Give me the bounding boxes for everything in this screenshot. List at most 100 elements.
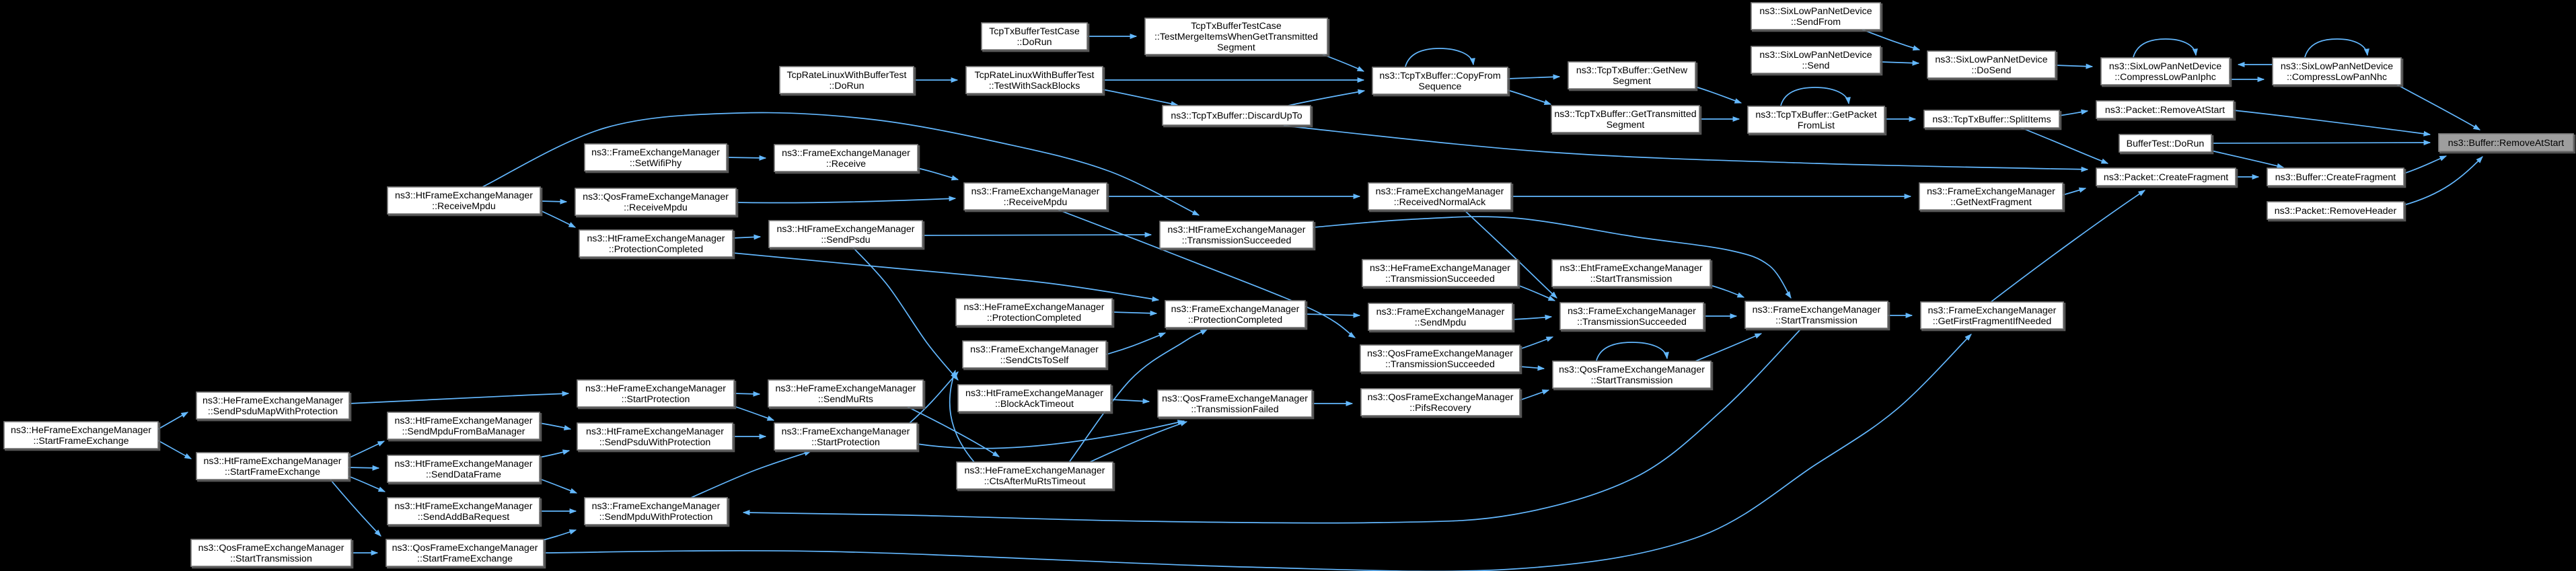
svg-text:ns3::FrameExchangeManager: ns3::FrameExchangeManager bbox=[1928, 305, 2057, 316]
svg-text:ns3::QosFrameExchangeManager: ns3::QosFrameExchangeManager bbox=[198, 543, 344, 554]
svg-text:ns3::TcpTxBuffer::SplitItems: ns3::TcpTxBuffer::SplitItems bbox=[1932, 114, 2051, 125]
svg-text:::TransmissionSucceeded: ::TransmissionSucceeded bbox=[1577, 317, 1687, 328]
svg-text:ns3::SixLowPanNetDevice: ns3::SixLowPanNetDevice bbox=[2109, 61, 2221, 72]
svg-text:::StartTransmission: ::StartTransmission bbox=[1775, 315, 1857, 326]
svg-text:ns3::QosFrameExchangeManager: ns3::QosFrameExchangeManager bbox=[1559, 365, 1705, 375]
svg-text:::StartTransmission: ::StartTransmission bbox=[230, 554, 312, 564]
svg-text:ns3::FrameExchangeManager: ns3::FrameExchangeManager bbox=[782, 148, 910, 159]
svg-text:ns3::TcpTxBuffer::CopyFrom: ns3::TcpTxBuffer::CopyFrom bbox=[1379, 71, 1500, 81]
svg-text:::GetFirstFragmentIfNeeded: ::GetFirstFragmentIfNeeded bbox=[1933, 316, 2052, 327]
svg-text:FromList: FromList bbox=[1798, 120, 1835, 131]
svg-text:ns3::QosFrameExchangeManager: ns3::QosFrameExchangeManager bbox=[1162, 393, 1308, 404]
svg-text:Segment: Segment bbox=[1217, 42, 1255, 53]
svg-text:::SendPsduMapWithProtection: ::SendPsduMapWithProtection bbox=[208, 406, 338, 417]
svg-text:ns3::Packet::CreateFragment: ns3::Packet::CreateFragment bbox=[2104, 172, 2228, 183]
svg-text:::CompressLowPanIphc: ::CompressLowPanIphc bbox=[2114, 72, 2216, 83]
svg-text:::Send: ::Send bbox=[1802, 61, 1829, 71]
svg-text:::Receive: ::Receive bbox=[826, 159, 866, 169]
svg-text:Segment: Segment bbox=[1607, 120, 1645, 130]
svg-text:::PifsRecovery: ::PifsRecovery bbox=[1409, 403, 1471, 414]
svg-text:::SendFrom: ::SendFrom bbox=[1791, 17, 1841, 28]
svg-text:ns3::EhtFrameExchangeManager: ns3::EhtFrameExchangeManager bbox=[1559, 263, 1702, 274]
svg-text:::SendAddBaRequest: ::SendAddBaRequest bbox=[418, 512, 510, 523]
svg-text:ns3::FrameExchangeManager: ns3::FrameExchangeManager bbox=[1568, 306, 1696, 317]
svg-text:ns3::FrameExchangeManager: ns3::FrameExchangeManager bbox=[1376, 186, 1504, 197]
svg-text:ns3::HeFrameExchangeManager: ns3::HeFrameExchangeManager bbox=[203, 395, 343, 406]
svg-text:ns3::HtFrameExchangeManager: ns3::HtFrameExchangeManager bbox=[395, 190, 533, 201]
svg-text:TcpTxBufferTestCase: TcpTxBufferTestCase bbox=[1191, 21, 1282, 32]
svg-text:::SendMpdu: ::SendMpdu bbox=[1415, 317, 1467, 328]
svg-text:ns3::QosFrameExchangeManager: ns3::QosFrameExchangeManager bbox=[1367, 348, 1513, 359]
svg-text:ns3::HeFrameExchangeManager: ns3::HeFrameExchangeManager bbox=[776, 383, 916, 394]
svg-text:ns3::HtFrameExchangeManager: ns3::HtFrameExchangeManager bbox=[587, 233, 725, 244]
svg-text:ns3::HeFrameExchangeManager: ns3::HeFrameExchangeManager bbox=[965, 465, 1105, 476]
svg-text:ns3::FrameExchangeManager: ns3::FrameExchangeManager bbox=[1171, 304, 1300, 315]
svg-text:::TestMergeItemsWhenGetTransmi: ::TestMergeItemsWhenGetTransmitted bbox=[1154, 32, 1318, 42]
svg-text:::SendMpduFromBaManager: ::SendMpduFromBaManager bbox=[402, 426, 525, 437]
svg-text:::SendPsdu: ::SendPsdu bbox=[821, 235, 870, 245]
svg-text:::GetNextFragment: ::GetNextFragment bbox=[1950, 197, 2032, 208]
svg-text:::SendCtsToSelf: ::SendCtsToSelf bbox=[1000, 355, 1069, 366]
svg-text:ns3::SixLowPanNetDevice: ns3::SixLowPanNetDevice bbox=[1759, 50, 1872, 61]
svg-text:ns3::HtFrameExchangeManager: ns3::HtFrameExchangeManager bbox=[776, 224, 914, 235]
svg-text:ns3::FrameExchangeManager: ns3::FrameExchangeManager bbox=[591, 147, 720, 158]
svg-text:ns3::HtFrameExchangeManager: ns3::HtFrameExchangeManager bbox=[1167, 225, 1305, 235]
svg-text:::ProtectionCompleted: ::ProtectionCompleted bbox=[987, 313, 1081, 323]
svg-text:BufferTest::DoRun: BufferTest::DoRun bbox=[2127, 139, 2205, 149]
svg-text:ns3::HeFrameExchangeManager: ns3::HeFrameExchangeManager bbox=[585, 383, 726, 394]
svg-text:::StartFrameExchange: ::StartFrameExchange bbox=[225, 467, 320, 478]
svg-text:::ReceivedNormalAck: ::ReceivedNormalAck bbox=[1394, 197, 1486, 208]
svg-text:::StartProtection: ::StartProtection bbox=[622, 394, 690, 405]
svg-text:::ReceiveMpdu: ::ReceiveMpdu bbox=[432, 201, 496, 212]
svg-text:ns3::QosFrameExchangeManager: ns3::QosFrameExchangeManager bbox=[1368, 392, 1514, 403]
svg-text:TcpTxBufferTestCase: TcpTxBufferTestCase bbox=[989, 26, 1080, 37]
svg-text:::SendMpduWithProtection: ::SendMpduWithProtection bbox=[599, 512, 713, 523]
svg-text:ns3::HeFrameExchangeManager: ns3::HeFrameExchangeManager bbox=[964, 302, 1105, 313]
svg-text:ns3::SixLowPanNetDevice: ns3::SixLowPanNetDevice bbox=[1935, 54, 2047, 65]
svg-text:::CtsAfterMuRtsTimeout: ::CtsAfterMuRtsTimeout bbox=[984, 476, 1086, 487]
svg-text:::DoRun: ::DoRun bbox=[829, 81, 864, 91]
svg-text:::ReceiveMpdu: ::ReceiveMpdu bbox=[624, 202, 688, 213]
svg-text:ns3::FrameExchangeManager: ns3::FrameExchangeManager bbox=[1376, 307, 1505, 317]
svg-text:ns3::SixLowPanNetDevice: ns3::SixLowPanNetDevice bbox=[2281, 61, 2393, 72]
svg-text:::ReceiveMpdu: ::ReceiveMpdu bbox=[1004, 197, 1068, 208]
svg-text:ns3::TcpTxBuffer::GetPacket: ns3::TcpTxBuffer::GetPacket bbox=[1755, 110, 1876, 120]
svg-text:ns3::FrameExchangeManager: ns3::FrameExchangeManager bbox=[971, 186, 1100, 197]
svg-text:::DoSend: ::DoSend bbox=[1971, 65, 2011, 76]
svg-text:::StartFrameExchange: ::StartFrameExchange bbox=[417, 554, 513, 564]
svg-text:ns3::TcpTxBuffer::GetNew: ns3::TcpTxBuffer::GetNew bbox=[1576, 65, 1688, 76]
svg-text:::SendMuRts: ::SendMuRts bbox=[818, 394, 873, 405]
svg-text:ns3::FrameExchangeManager: ns3::FrameExchangeManager bbox=[782, 426, 910, 437]
svg-text:ns3::QosFrameExchangeManager: ns3::QosFrameExchangeManager bbox=[583, 192, 729, 202]
svg-text:ns3::HeFrameExchangeManager: ns3::HeFrameExchangeManager bbox=[11, 425, 151, 436]
svg-text:ns3::FrameExchangeManager: ns3::FrameExchangeManager bbox=[592, 501, 721, 512]
svg-text:ns3::QosFrameExchangeManager: ns3::QosFrameExchangeManager bbox=[392, 543, 538, 554]
svg-text:::ProtectionCompleted: ::ProtectionCompleted bbox=[1188, 315, 1282, 326]
svg-text:ns3::HtFrameExchangeManager: ns3::HtFrameExchangeManager bbox=[394, 416, 532, 426]
svg-text:ns3::HtFrameExchangeManager: ns3::HtFrameExchangeManager bbox=[394, 501, 532, 512]
svg-text:ns3::TcpTxBuffer::DiscardUpTo: ns3::TcpTxBuffer::DiscardUpTo bbox=[1171, 110, 1302, 121]
svg-text:ns3::Buffer::CreateFragment: ns3::Buffer::CreateFragment bbox=[2275, 172, 2396, 183]
svg-text:Sequence: Sequence bbox=[1419, 81, 1462, 92]
svg-text:::SendPsduWithProtection: ::SendPsduWithProtection bbox=[599, 437, 711, 448]
svg-text:::StartFrameExchange: ::StartFrameExchange bbox=[34, 436, 129, 447]
svg-text:TcpRateLinuxWithBufferTest: TcpRateLinuxWithBufferTest bbox=[975, 70, 1095, 81]
svg-text:ns3::FrameExchangeManager: ns3::FrameExchangeManager bbox=[1753, 305, 1881, 315]
svg-text:Segment: Segment bbox=[1613, 76, 1651, 87]
svg-text:::SetWifiPhy: ::SetWifiPhy bbox=[630, 158, 682, 169]
svg-text:::DoRun: ::DoRun bbox=[1017, 37, 1052, 48]
svg-text:::TransmissionFailed: ::TransmissionFailed bbox=[1191, 404, 1278, 415]
svg-text:ns3::HtFrameExchangeManager: ns3::HtFrameExchangeManager bbox=[394, 459, 532, 469]
svg-text:TcpRateLinuxWithBufferTest: TcpRateLinuxWithBufferTest bbox=[787, 70, 907, 81]
svg-text:ns3::Packet::RemoveHeader: ns3::Packet::RemoveHeader bbox=[2275, 206, 2397, 217]
svg-text:::ProtectionCompleted: ::ProtectionCompleted bbox=[609, 244, 703, 255]
svg-text:::TransmissionSucceeded: ::TransmissionSucceeded bbox=[1385, 359, 1495, 370]
svg-text:ns3::HtFrameExchangeManager: ns3::HtFrameExchangeManager bbox=[586, 426, 724, 437]
svg-text:ns3::TcpTxBuffer::GetTransmitt: ns3::TcpTxBuffer::GetTransmitted bbox=[1554, 109, 1696, 120]
svg-text:ns3::HeFrameExchangeManager: ns3::HeFrameExchangeManager bbox=[1370, 263, 1510, 274]
svg-text:::CompressLowPanNhc: ::CompressLowPanNhc bbox=[2287, 72, 2387, 83]
svg-text:ns3::HtFrameExchangeManager: ns3::HtFrameExchangeManager bbox=[965, 388, 1103, 399]
svg-text:::TransmissionSucceeded: ::TransmissionSucceeded bbox=[1182, 235, 1292, 246]
svg-text:::StartTransmission: ::StartTransmission bbox=[1590, 274, 1672, 284]
svg-text:::StartTransmission: ::StartTransmission bbox=[1591, 375, 1673, 386]
